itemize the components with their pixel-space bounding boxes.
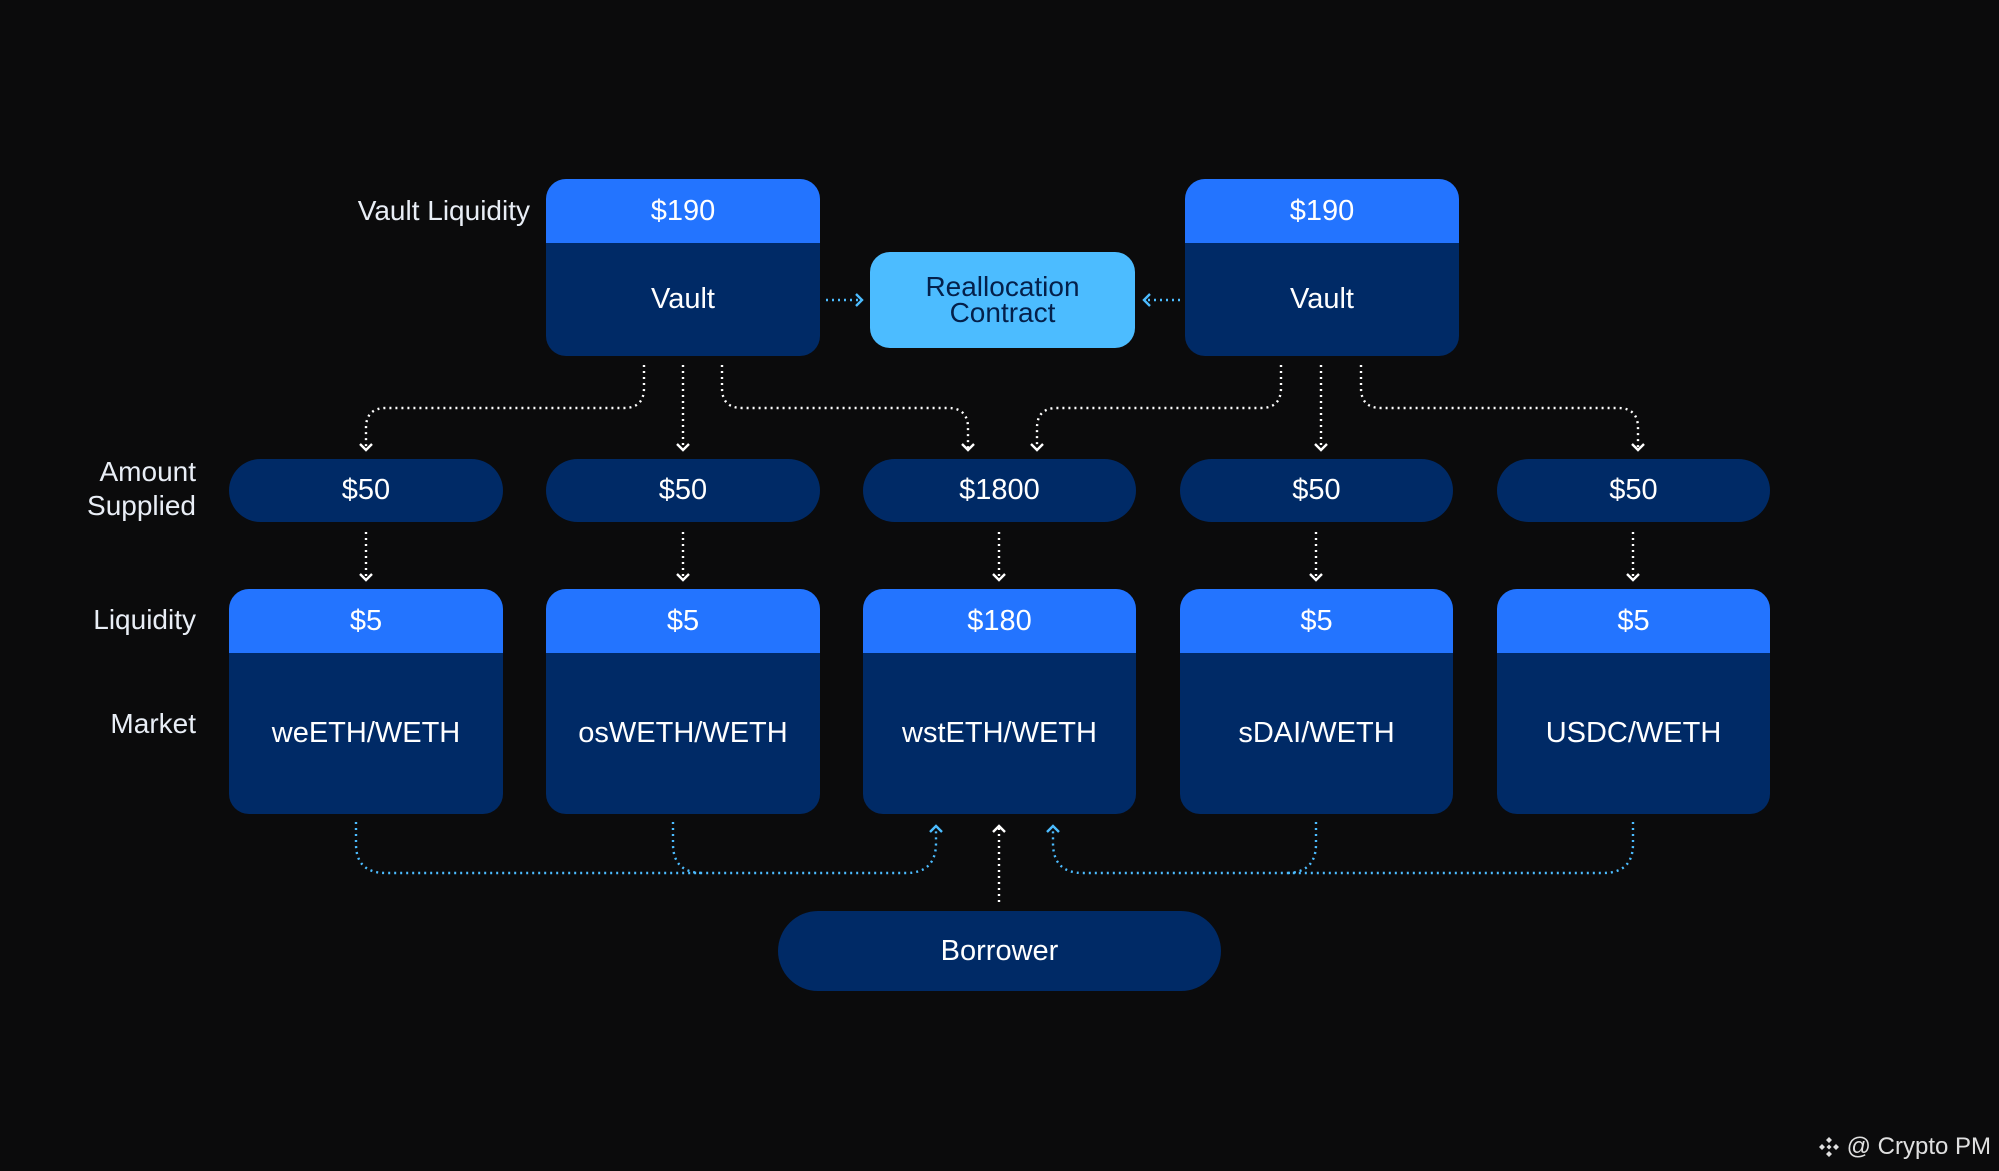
market-liquidity-value: $5 (546, 589, 820, 653)
vault2-to-usdc-connector (1359, 365, 1645, 452)
watermark-text: @ Crypto PM (1846, 1133, 1991, 1160)
amount-supplied-line2: Supplied (87, 490, 196, 521)
supplied-pill-osweth: $50 (546, 459, 820, 522)
borrower-pill: Borrower (778, 911, 1221, 991)
market-box-osweth: $5 osWETH/WETH (546, 589, 820, 814)
market-name: sDAI/WETH (1238, 717, 1395, 749)
reallocation-flow-left (354, 822, 943, 875)
vault-name: Vault (651, 283, 715, 315)
market-box-wsteth: $180 wstETH/WETH (863, 589, 1136, 814)
vault1-to-weeth-connector (359, 365, 646, 452)
vault-liquidity-value: $190 (1185, 179, 1459, 243)
market-liquidity-value: $5 (1497, 589, 1770, 653)
reallocation-flow-osweth (671, 822, 704, 875)
vault-box-2: $190 Vault (1185, 179, 1459, 356)
market-box-sdai: $5 sDAI/WETH (1180, 589, 1453, 814)
supplied-pill-wsteth: $1800 (863, 459, 1136, 522)
market-liquidity-value: $5 (1180, 589, 1453, 653)
vault-liquidity-value: $190 (546, 179, 820, 243)
watermark: @ Crypto PM (1817, 1133, 1991, 1161)
market-name: weETH/WETH (271, 717, 461, 749)
vault1-to-wsteth-connector (720, 365, 975, 452)
market-liquidity-value: $180 (863, 589, 1136, 653)
market-liquidity-value: $5 (229, 589, 503, 653)
vault-name: Vault (1290, 283, 1354, 315)
reallocation-flow-sdai (1285, 822, 1318, 875)
market-box-weeth: $5 weETH/WETH (229, 589, 503, 814)
market-name: osWETH/WETH (578, 717, 788, 749)
supplied-pill-sdai: $50 (1180, 459, 1453, 522)
market-name: USDC/WETH (1545, 717, 1722, 749)
reallocation-line2: Contract (949, 297, 1056, 328)
amount-supplied-line1: Amount (99, 456, 197, 487)
amount-supplied-label: Amount Supplied (40, 455, 196, 523)
market-label: Market (110, 708, 196, 739)
market-name: wstETH/WETH (902, 717, 1097, 749)
liquidity-label: Liquidity (93, 604, 196, 635)
reallocation-flow-right (1046, 822, 1635, 875)
reallocation-contract: Reallocation Contract (870, 252, 1135, 348)
vault2-to-wsteth-connector (1030, 365, 1283, 452)
vault-box-1: $190 Vault (546, 179, 820, 356)
binance-logo-icon (1817, 1135, 1841, 1159)
supplied-pill-weeth: $50 (229, 459, 503, 522)
market-box-usdc: $5 USDC/WETH (1497, 589, 1770, 814)
vault-liquidity-label: Vault Liquidity (357, 195, 530, 226)
supplied-pill-usdc: $50 (1497, 459, 1770, 522)
reallocation-line1: Reallocation (925, 271, 1080, 302)
